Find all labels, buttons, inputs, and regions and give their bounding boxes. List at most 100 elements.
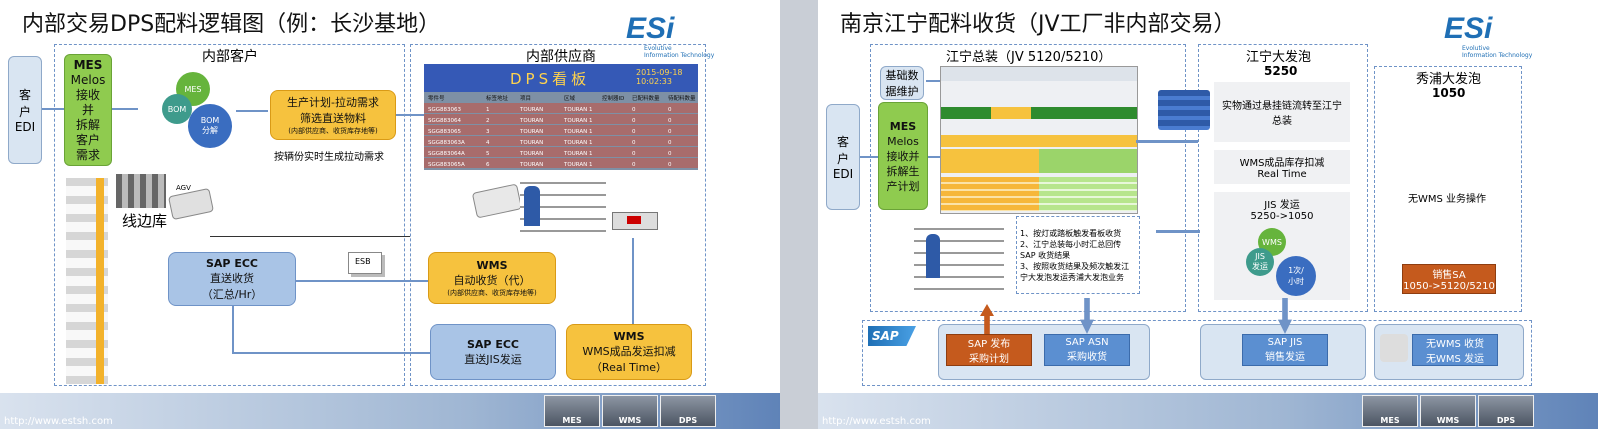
arrow-to-wms2 xyxy=(632,238,634,324)
arrow-wms-to-sap xyxy=(296,280,428,282)
bin-cart-icon xyxy=(1158,90,1210,130)
assembly-label: 江宁总装（JV 5120/5210） xyxy=(946,50,1112,65)
shelf-column-image xyxy=(66,178,108,384)
dps-board: DPS看板 2015-09-18 10:02:33 零件号标签地址项目区域控制器… xyxy=(424,64,698,170)
no-wms-receipt-box: 无WMS 收货 无WMS 发运 xyxy=(1412,334,1498,366)
dps-cell: 0 xyxy=(668,162,672,168)
arrow-sap-to-jis xyxy=(232,352,430,354)
dps-cell: TOURAN 1 xyxy=(563,162,592,168)
base-data-box: 基础数据维护 xyxy=(880,66,924,100)
dps-cell: TOURAN xyxy=(519,140,543,146)
dps-header-cell: 已配料数量 xyxy=(632,94,660,102)
dps-cell: 2 xyxy=(486,118,490,124)
xiupu-code: 1050 xyxy=(1432,86,1466,100)
dps-cell: SGG883065A xyxy=(428,162,465,168)
footer-mes-button-right[interactable]: MES xyxy=(1362,395,1418,427)
dps-cell: 5 xyxy=(486,151,490,157)
dps-cell: TOURAN 1 xyxy=(563,151,592,157)
sap-asn-box: SAP ASN 采购收货 xyxy=(1044,334,1130,366)
esb-doc-icon: ESB xyxy=(348,252,382,274)
dps-header-cell: 控制器ID xyxy=(602,94,624,102)
display-device-icon xyxy=(612,212,658,230)
arrow-plan-to-board xyxy=(396,114,424,116)
jiangning-code: 5250 xyxy=(1264,64,1298,78)
worker-icon xyxy=(524,186,540,226)
xiupu-bubble-label: 秀浦大发泡 xyxy=(1416,72,1482,87)
dps-cell: 0 xyxy=(632,140,636,146)
dps-cell: 0 xyxy=(632,118,636,124)
footer-url[interactable]: http://www.estsh.com xyxy=(4,416,113,427)
sap-jis-box: SAP JIS 销售发运 xyxy=(1242,334,1328,366)
dps-header-cell: 待配料数量 xyxy=(668,94,696,102)
dps-cell: 0 xyxy=(668,118,672,124)
dps-cell: SGG883064A xyxy=(428,151,465,157)
arrow-bubble-to-assembly xyxy=(1136,140,1198,143)
dps-cell: SGG883063 xyxy=(428,107,462,113)
dps-row xyxy=(424,103,698,113)
dps-cell: TOURAN xyxy=(519,151,543,157)
dps-board-title: DPS看板 xyxy=(510,70,591,88)
footer-mes-button[interactable]: MES xyxy=(544,395,600,427)
plan-note: 按辆份实时生成拉动需求 xyxy=(274,152,384,163)
sales-sa-box: 销售SA 1050->5120/5210 xyxy=(1402,264,1496,294)
sap-region xyxy=(862,320,1532,386)
dps-cell: TOURAN xyxy=(519,129,543,135)
internal-customer-region xyxy=(54,44,405,386)
dps-cell: 0 xyxy=(668,129,672,135)
dps-cell: TOURAN 1 xyxy=(563,118,592,124)
xiupu-bubble-region xyxy=(1374,66,1522,312)
frequency-gear-icon: 1次/ 小时 xyxy=(1276,256,1316,296)
footer-dps-button[interactable]: DPS xyxy=(660,395,716,427)
dps-row xyxy=(424,158,698,168)
right-footer: http://www.estsh.com MES WMS DPS xyxy=(818,393,1598,429)
worker-icon-right xyxy=(926,234,940,278)
dps-row xyxy=(424,125,698,135)
dps-cell: SGG883065 xyxy=(428,129,462,135)
dps-row xyxy=(424,147,698,157)
dps-cell: 0 xyxy=(668,140,672,146)
footer-wms-button-right[interactable]: WMS xyxy=(1420,395,1476,427)
dps-header-cell: 零件号 xyxy=(428,94,445,102)
dps-row xyxy=(424,136,698,146)
jis-gear-icon: JIS 发运 xyxy=(1246,248,1274,276)
conveyor-note: 实物通过悬挂链流转至江宁总装 xyxy=(1214,82,1350,142)
mes-screenshot xyxy=(940,66,1138,214)
dps-cell: TOURAN xyxy=(519,107,543,113)
dps-cell: 0 xyxy=(632,151,636,157)
dps-cell: 6 xyxy=(486,162,490,168)
steps-box: 1、按灯或踏板触发看板收货 2、江宁总装每小时汇总回传SAP 收货结果 3、按照… xyxy=(1016,216,1140,294)
internal-supplier-region xyxy=(410,44,706,386)
dps-header-cell: 项目 xyxy=(520,95,531,102)
sap-publish-plan-box: SAP 发布 采购计划 xyxy=(946,334,1032,366)
dps-header-cell: 标签地址 xyxy=(486,94,509,102)
arrow-edi-to-mes xyxy=(42,108,64,110)
dps-cell: 0 xyxy=(632,162,636,168)
arrow-steps-to-bubble xyxy=(1156,230,1200,233)
sap-logo: SAP xyxy=(868,326,916,346)
dps-board-time: 2015-09-18 10:02:33 xyxy=(636,68,683,86)
footer-url-right[interactable]: http://www.estsh.com xyxy=(822,416,931,427)
bom-gear-icon: BOM xyxy=(162,94,192,124)
left-footer: http://www.estsh.com MES WMS DPS xyxy=(0,393,780,429)
footer-wms-button[interactable]: WMS xyxy=(602,395,658,427)
dps-cell: TOURAN xyxy=(519,118,543,124)
footer-dps-button-right[interactable]: DPS xyxy=(1478,395,1534,427)
dps-cell: 0 xyxy=(668,151,672,157)
dps-cell: 3 xyxy=(486,129,490,135)
agv-path-line xyxy=(210,236,410,237)
dps-cell: SGG883064 xyxy=(428,118,462,124)
dps-cell: TOURAN 1 xyxy=(563,129,592,135)
dps-cell: 4 xyxy=(486,140,490,146)
